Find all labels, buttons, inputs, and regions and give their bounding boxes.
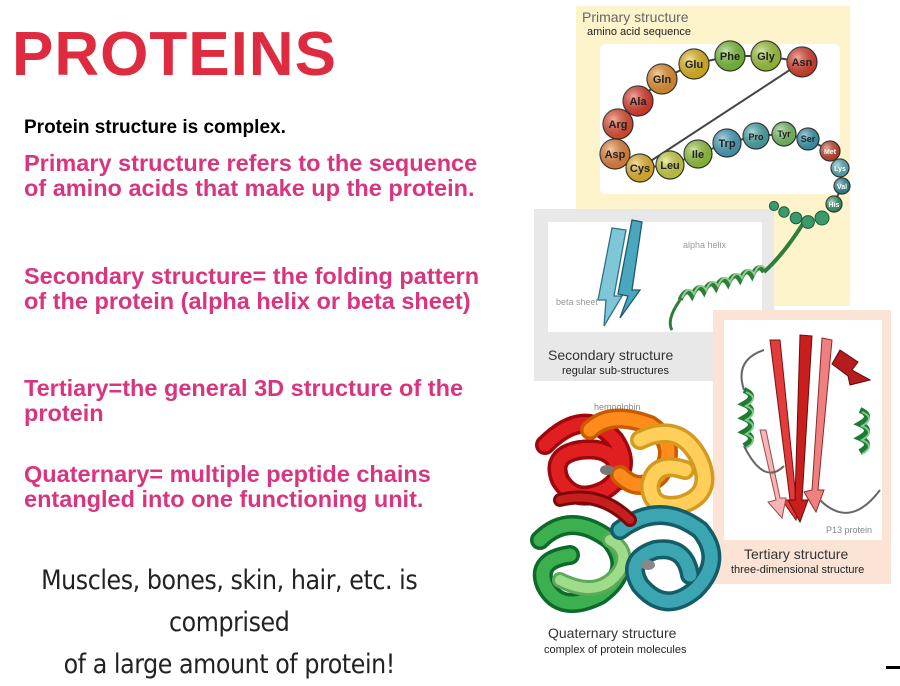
amino-acid-label: Arg	[609, 119, 628, 131]
secondary-title: Secondary structure	[548, 347, 673, 363]
amino-acid-label: Asn	[792, 57, 813, 69]
amino-acid-label: Ile	[692, 149, 704, 161]
hemoglobin-ribbons	[530, 408, 722, 613]
amino-acid-label: Glu	[685, 59, 703, 71]
amino-acid-bead	[778, 206, 790, 218]
p13-label: P13 protein	[826, 525, 872, 535]
quaternary-title: Quaternary structure	[548, 625, 677, 641]
quaternary-subtitle: complex of protein molecules	[544, 644, 687, 656]
amino-acid-bead-shade	[820, 141, 840, 161]
amino-acid-bead-shade	[713, 129, 741, 157]
hemoglobin-label: hemoglobin	[594, 402, 641, 412]
tertiary-structure-panel: P13 protein Tertiary structure three-dim…	[713, 310, 891, 584]
amino-acid-bead-shade	[715, 41, 745, 71]
primary-title: Primary structure	[582, 9, 689, 25]
alpha-helix-label: alpha helix	[683, 240, 727, 250]
amino-acid-bead	[814, 210, 830, 226]
amino-acid-label: Gly	[757, 51, 776, 63]
alpha-helix-highlight	[681, 264, 767, 299]
amino-acid-bead	[801, 215, 815, 229]
primary-paragraph: Primary structure refers to the sequence…	[24, 150, 478, 201]
amino-acid-bead-shade	[834, 178, 850, 194]
amino-acid-bead-shade	[603, 109, 633, 139]
amino-acid-label: Val	[837, 184, 847, 191]
amino-acid-bead	[768, 200, 780, 212]
beta-strand	[617, 219, 643, 319]
primary-subtitle: amino acid sequence	[587, 26, 691, 38]
amino-acid-bead-shade	[751, 41, 781, 71]
amino-acid-bead-shade	[684, 140, 712, 168]
amino-acid-label: Leu	[660, 160, 680, 172]
amino-acid-bead-shade	[647, 64, 677, 94]
secondary-structure-panel: Secondary structure regular sub-structur…	[534, 209, 806, 381]
amino-acid-label: Gln	[653, 74, 672, 86]
amino-acid-bead-shade	[787, 47, 817, 77]
amino-acid-bead-shade	[679, 49, 709, 79]
amino-acid-bead-shade	[797, 128, 819, 150]
amino-acid-label: Phe	[720, 51, 740, 63]
amino-acid-label: Trp	[718, 138, 735, 150]
intro-text: Protein structure is complex.	[24, 117, 286, 138]
amino-acid-bead-shade	[623, 86, 653, 116]
corner-mark	[886, 666, 900, 669]
amino-acid-bead-shade	[772, 122, 796, 146]
amino-acid-label: Lys	[834, 166, 846, 173]
amino-acid-bead-shade	[743, 123, 769, 149]
slide-title: PROTEINS	[12, 20, 337, 89]
footer-line-1: Muscles, bones, skin, hair, etc. is comp…	[41, 565, 418, 638]
tertiary-paragraph: Tertiary=the general 3D structure of the…	[24, 375, 464, 426]
amino-acid-label: Ser	[801, 134, 816, 144]
tertiary-title: Tertiary structure	[744, 546, 848, 562]
quaternary-structure-panel: hemoglobin Quaternary structure co	[530, 402, 722, 656]
amino-acid-bead-shade	[600, 139, 630, 169]
amino-acid-bead	[789, 211, 803, 225]
quaternary-paragraph: Quaternary= multiple peptide chains enta…	[24, 461, 431, 512]
amino-acid-label: Pro	[748, 132, 764, 142]
amino-acid-label: Met	[824, 149, 837, 156]
secondary-subtitle: regular sub-structures	[562, 365, 669, 377]
amino-acid-label: Asp	[605, 149, 626, 161]
beta-strand	[597, 227, 627, 327]
amino-acid-bead-shade	[626, 154, 654, 182]
amino-acid-bead-shade	[826, 196, 842, 212]
amino-acid-bead-shade	[831, 159, 849, 177]
tertiary-subtitle: three-dimensional structure	[731, 564, 864, 576]
secondary-paragraph: Secondary structure= the folding pattern…	[24, 263, 480, 314]
amino-acid-label: Ala	[629, 96, 647, 108]
amino-acid-bead-shade	[656, 151, 684, 179]
amino-acid-label: His	[829, 202, 840, 209]
amino-acid-label: Cys	[630, 163, 650, 175]
amino-acid-label: Tyr	[777, 129, 791, 139]
beta-sheet-label: beta sheet	[556, 297, 599, 307]
